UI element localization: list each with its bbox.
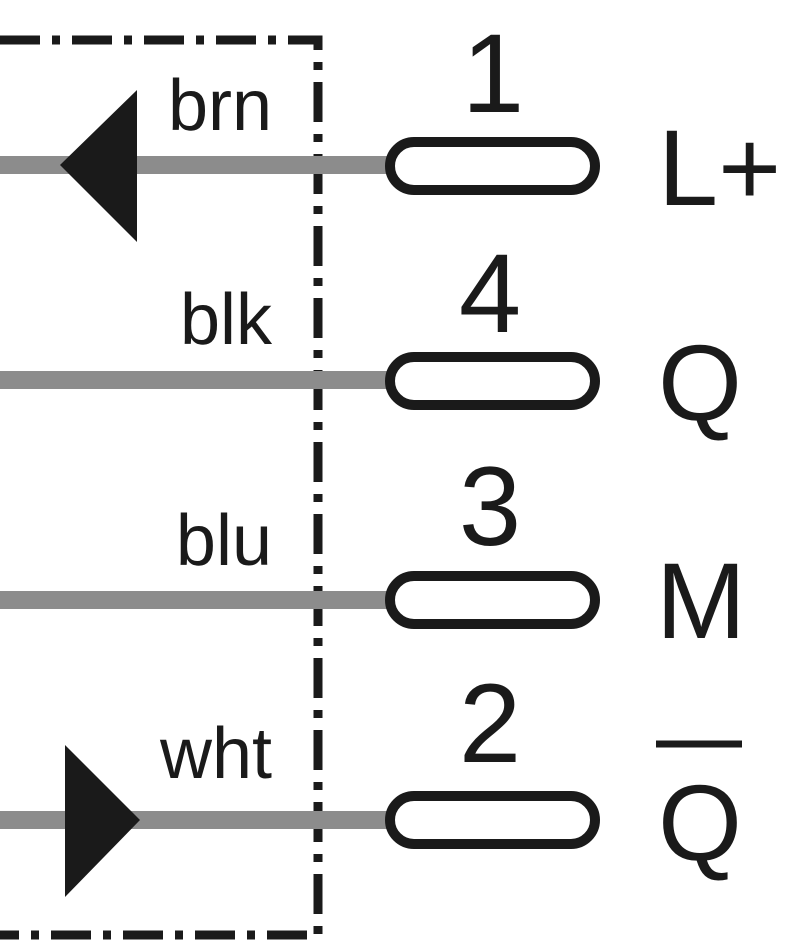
pin-terminal <box>385 791 600 849</box>
signal-label: M <box>656 540 746 661</box>
housing-boundary <box>0 35 323 940</box>
pin-terminal <box>385 137 600 195</box>
pin-row-4: blk 4 Q <box>0 231 742 443</box>
pin-number: 4 <box>459 231 521 356</box>
pin-row-2: wht 2 Q <box>0 661 742 897</box>
pin-number: 1 <box>462 11 524 136</box>
pin-row-3: blu 3 M <box>0 444 746 661</box>
arrow-right-icon <box>65 745 140 897</box>
arrow-left-icon <box>60 90 137 242</box>
wire-label: blk <box>180 280 273 360</box>
signal-label: Q <box>658 322 742 443</box>
wire-label: blu <box>176 501 272 581</box>
pin-number: 3 <box>459 444 521 569</box>
pin-terminal <box>385 571 600 629</box>
pin-row-1: brn 1 L+ <box>0 11 781 242</box>
wire-label: wht <box>159 714 272 794</box>
pin-terminal <box>385 352 600 410</box>
pin-number: 2 <box>459 661 521 786</box>
signal-label: L+ <box>658 107 781 228</box>
wire-label: brn <box>168 66 272 146</box>
signal-label: Q <box>658 762 742 883</box>
